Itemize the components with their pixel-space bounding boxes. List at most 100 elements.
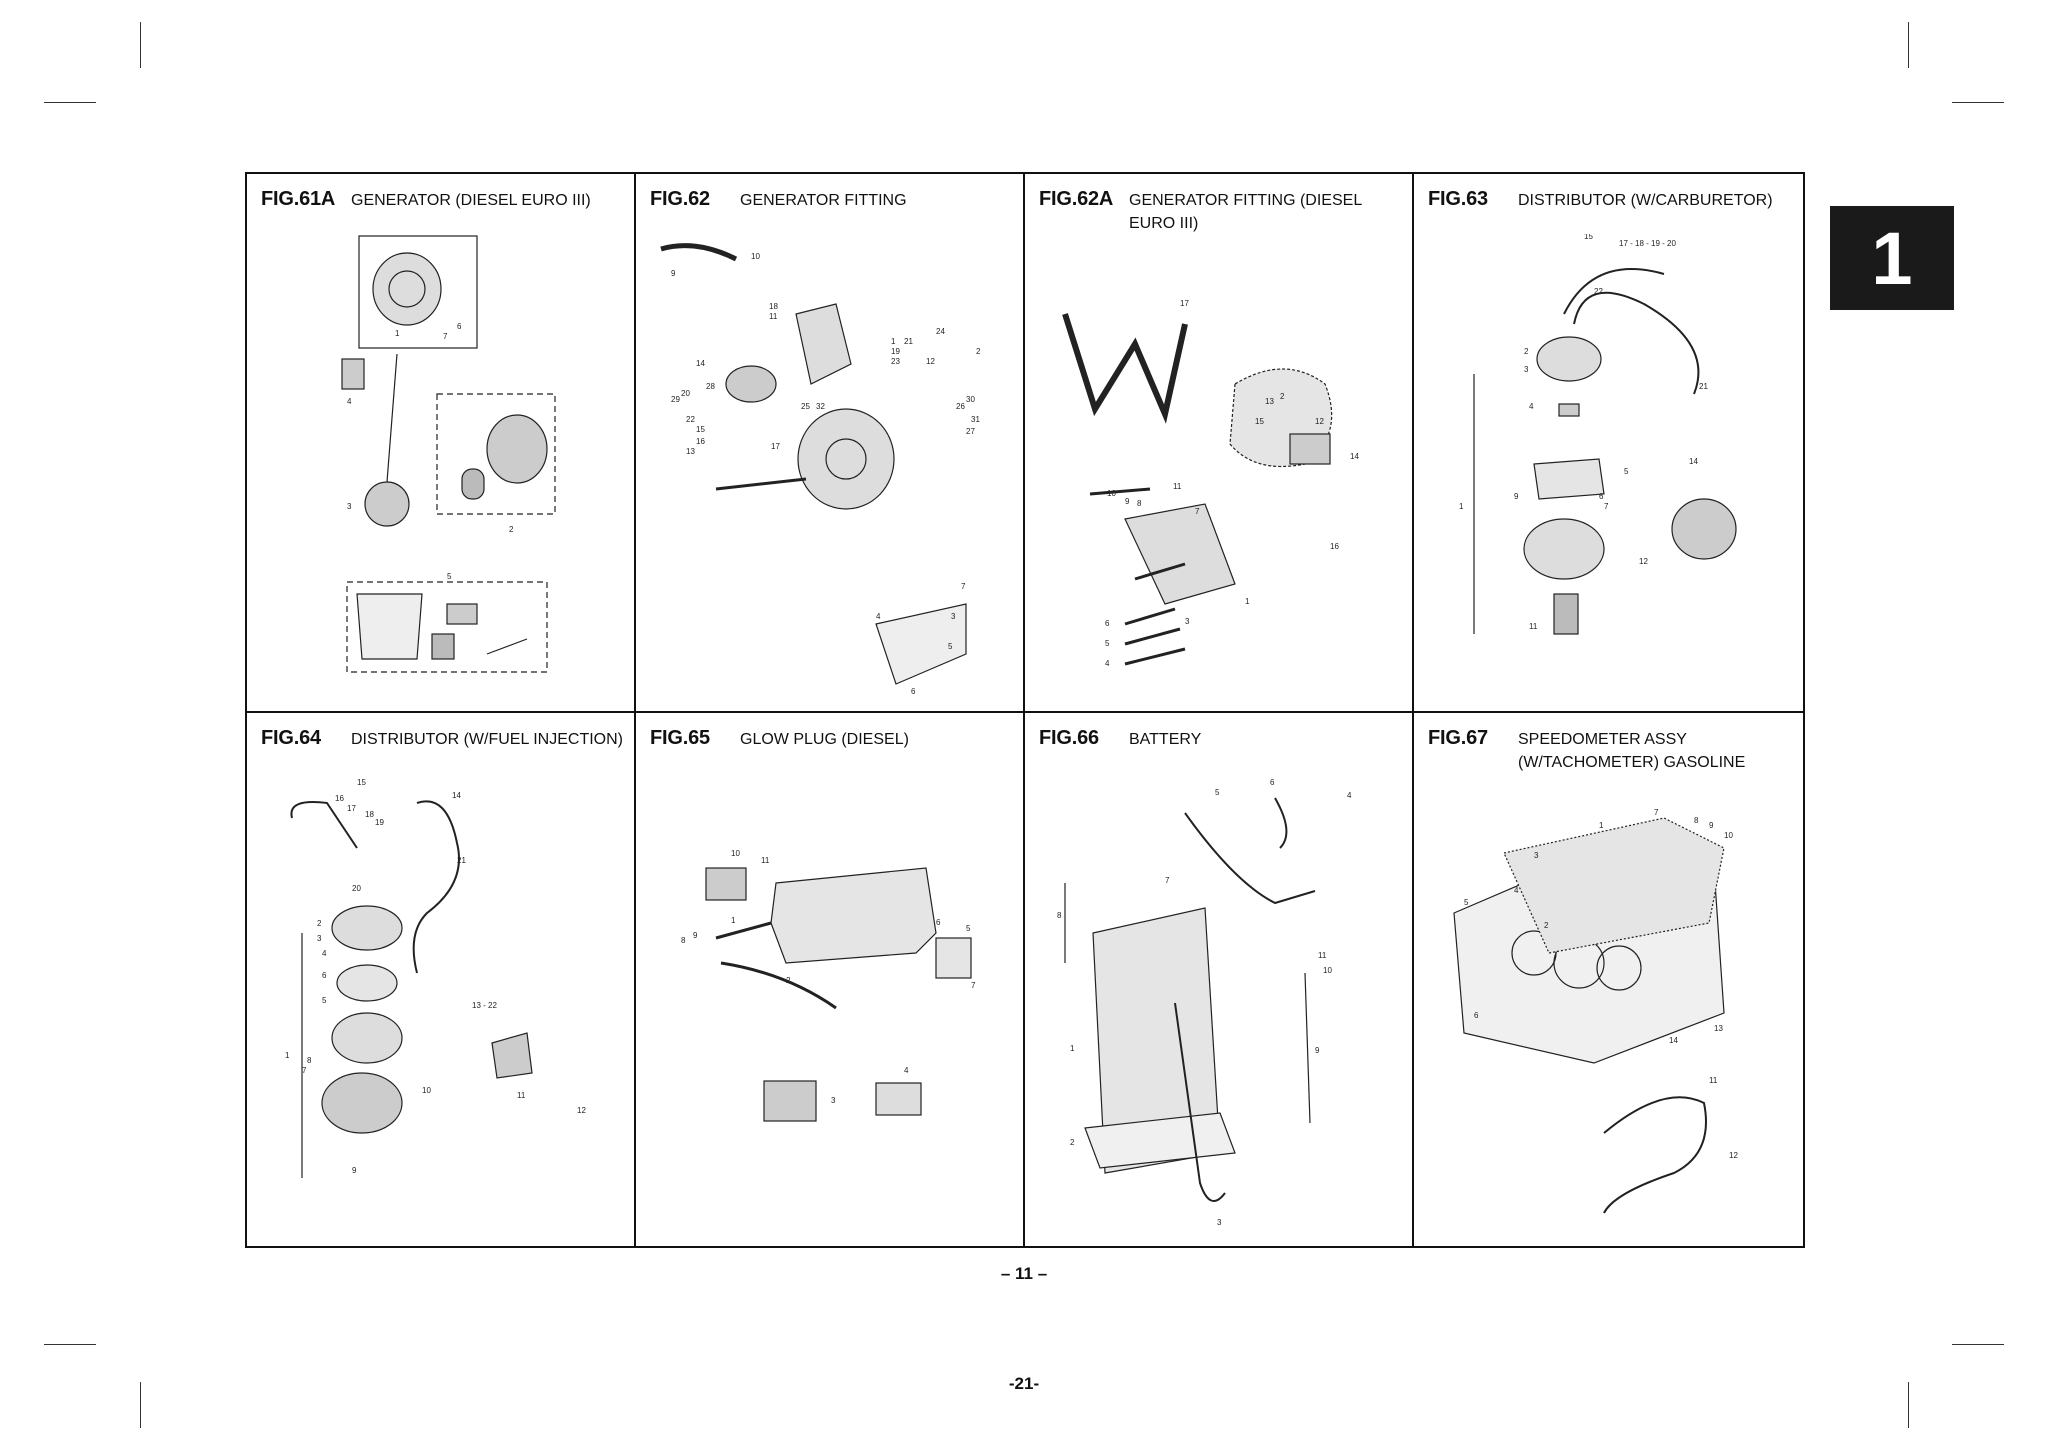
callout-label: 11 [761,856,770,865]
figure-header: FIG.67 SPEEDOMETER ASSY (W/TACHOMETER) G… [1428,727,1793,774]
callout-label: 5 [966,924,971,933]
callout-label: 5 [447,572,452,581]
callout-label: 6 [1474,1011,1479,1020]
callout-label: 22 [686,415,695,424]
callout-label: 3 [1217,1218,1222,1227]
callout-label: 13 - 22 [472,1001,497,1010]
callout-label: 21 [457,856,466,865]
figure-title: DISTRIBUTOR (W/CARBURETOR) [1518,192,1773,209]
callout-label: 25 [801,402,810,411]
crop-mark [44,1344,96,1345]
speedometer-diagram: 1 2 3 4 5 6 7 8 9 10 11 12 13 14 [1414,773,1803,1243]
callout-label: 15 [1584,234,1593,241]
figure-number: FIG.65 [650,727,710,749]
callout-label: 27 [966,427,975,436]
parts-figure-grid: FIG.61A GENERATOR (DIESEL EURO III) 1 [245,172,1805,1248]
callout-label: 2 [786,976,791,985]
callout-label: 4 [1529,402,1534,411]
callout-label: 17 [771,442,780,451]
page-number-outer: -21- [1008,1374,1040,1393]
callout-label: 18 [769,302,778,311]
generator-diagram: 1 2 3 4 5 6 7 [247,234,634,704]
callout-label: 14 [1669,1036,1678,1045]
callout-label: 4 [904,1066,909,1075]
callout-label: 7 [302,1066,307,1075]
figure-cell: FIG.63 DISTRIBUTOR (W/CARBURETOR) 1 2 3 … [1414,174,1803,713]
callout-label: 9 [1514,492,1519,501]
callout-label: 15 [357,778,366,787]
callout-label: 15 [1255,417,1264,426]
callout-label: 14 [696,359,705,368]
callout-label: 8 [1057,911,1062,920]
crop-mark [1952,1344,2004,1345]
callout-label: 12 [1639,557,1648,566]
callout-label: 1 [1459,502,1464,511]
callout-label: 28 [706,382,715,391]
callout-label: 1 [891,337,896,346]
figure-cell: FIG.66 BATTERY 1 2 3 4 5 6 7 8 9 1 [1025,713,1414,1246]
callout-label: 6 [1105,619,1110,628]
callout-label: 13 [686,447,695,456]
callout-label: 29 [671,395,680,404]
battery-diagram: 1 2 3 4 5 6 7 8 9 10 11 [1025,773,1412,1243]
generator-fitting-diesel-diagram: 1 2 3 4 5 6 7 8 9 10 11 12 13 14 15 16 1… [1025,234,1412,704]
figure-header: FIG.64 DISTRIBUTOR (W/FUEL INJECTION) [261,727,624,751]
callout-label: 4 [322,949,327,958]
callout-label: 2 [1280,392,1285,401]
figure-header: FIG.62 GENERATOR FITTING [650,188,1013,212]
callout-label: 2 [1070,1138,1075,1147]
callout-label: 9 [1315,1046,1320,1055]
callout-label: 5 [1105,639,1110,648]
callout-label: 5 [1215,788,1220,797]
callout-label: 4 [1347,791,1352,800]
callout-label: 1 [1245,597,1250,606]
callout-label: 2 [317,919,322,928]
crop-mark [140,22,141,68]
callout-label: 3 [831,1096,836,1105]
callout-label: 3 [1534,851,1539,860]
callout-label: 32 [816,402,825,411]
callout-label: 11 [769,312,778,321]
figure-title: GENERATOR (DIESEL EURO III) [351,192,591,209]
callout-label: 22 [1594,287,1603,296]
glow-plug-diagram: 1 2 3 4 5 6 7 8 9 10 11 [636,773,1023,1243]
callout-label: 4 [1105,659,1110,668]
figure-cell: FIG.64 DISTRIBUTOR (W/FUEL INJECTION) 1 … [247,713,636,1246]
figure-cell: FIG.61A GENERATOR (DIESEL EURO III) 1 [247,174,636,713]
crop-mark [1952,102,2004,103]
generator-fitting-diagram: 1 2 3 4 5 6 7 8 9 10 11 12 13 14 15 16 1… [636,227,1023,704]
callout-label: 21 [904,337,913,346]
figure-header: FIG.62A GENERATOR FITTING (DIESEL EURO I… [1039,188,1402,235]
callout-label: 12 [577,1106,586,1115]
section-tab: 1 [1830,206,1954,310]
figure-cell: FIG.67 SPEEDOMETER ASSY (W/TACHOMETER) G… [1414,713,1803,1246]
callout-label: 10 [1107,489,1116,498]
callout-label: 3 [347,502,352,511]
callout-label: 7 [1604,502,1609,511]
callout-label: 16 [696,437,705,446]
callout-label: 8 [681,936,686,945]
callout-label: 12 [1315,417,1324,426]
callout-label: 19 [891,347,900,356]
figure-cell: FIG.62A GENERATOR FITTING (DIESEL EURO I… [1025,174,1414,713]
figure-cell: FIG.62 GENERATOR FITTING 1 2 3 4 5 6 7 8… [636,174,1025,713]
callout-label: 16 [1644,234,1653,236]
callout-label: 11 [1529,622,1538,631]
callout-label: 1 [395,329,400,338]
figure-number: FIG.61A [261,188,336,210]
figure-title: GENERATOR FITTING [740,192,907,209]
callout-label: 10 [751,252,760,261]
callout-label: 13 [1714,1024,1723,1033]
callout-label: 14 [1689,457,1698,466]
callout-label: 1 [731,916,736,925]
figure-title: GENERATOR FITTING (DIESEL EURO III) [1129,192,1362,232]
callout-label: 7 [1165,876,1170,885]
figure-number: FIG.64 [261,727,321,749]
callout-label: 4 [876,612,881,621]
callout-label: 24 [936,327,945,336]
callout-label: 6 [322,971,327,980]
callout-label: 5 [948,642,953,651]
figure-header: FIG.63 DISTRIBUTOR (W/CARBURETOR) [1428,188,1793,212]
callout-label: 11 [1318,951,1327,960]
figure-number: FIG.66 [1039,727,1099,749]
